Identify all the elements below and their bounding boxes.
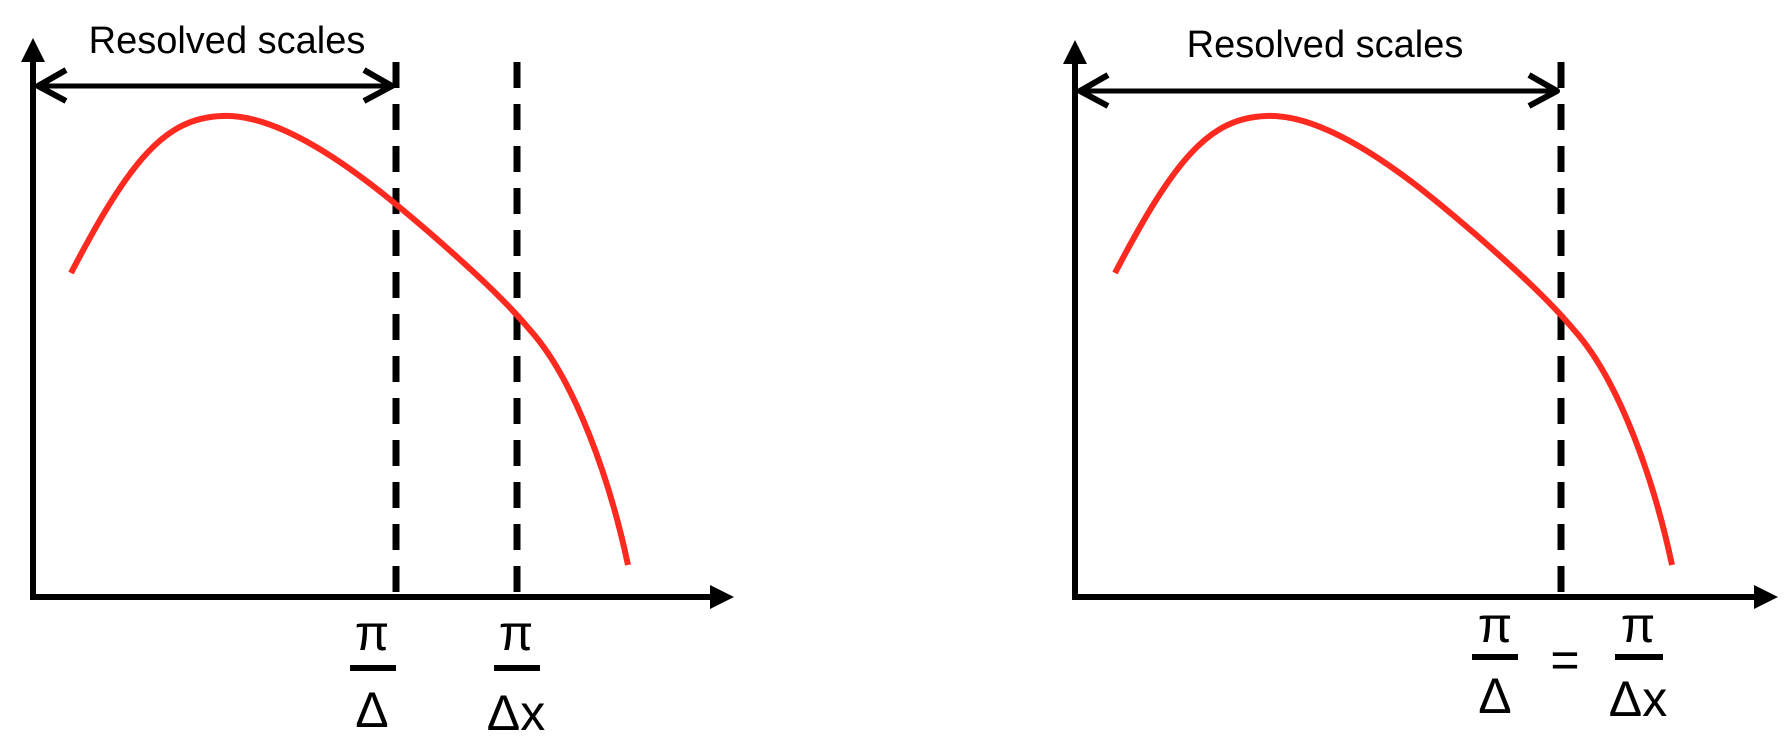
left-mark2-fraction-bar	[494, 665, 540, 671]
right-range-arrow-head-right	[1527, 72, 1560, 109]
right-rhs-denominator: Δx	[1609, 671, 1667, 727]
right-resolved-scales-label: Resolved scales	[1187, 24, 1464, 66]
left-pi-over-delta-label: π Δ	[350, 605, 396, 738]
right-energy-spectrum-curve	[1112, 112, 1675, 566]
left-mark2-numerator: π	[499, 605, 534, 661]
left-mark1-fraction-bar	[350, 665, 396, 671]
right-equals-sign: =	[1550, 632, 1579, 688]
right-cutoff-equality-label: π Δ = π Δx	[1472, 597, 1667, 727]
left-resolved-scales-label: Resolved scales	[89, 20, 366, 62]
left-mark2-denominator: Δx	[487, 685, 545, 741]
right-rhs-numerator: π	[1621, 597, 1656, 653]
right-panel: Resolved scales π Δ = π Δx	[1063, 24, 1778, 727]
left-mark1-numerator: π	[355, 605, 390, 661]
left-x-axis-arrowhead	[710, 585, 734, 609]
right-lhs-numerator: π	[1478, 597, 1513, 653]
left-pi-over-delta-x-label: π Δx	[487, 605, 545, 741]
right-y-axis-arrowhead	[1063, 40, 1087, 64]
left-panel: Resolved scales π Δ π Δx	[21, 20, 734, 741]
left-range-arrow-head-right	[362, 67, 395, 104]
right-x-axis-arrowhead	[1754, 585, 1778, 609]
right-lhs-fraction-bar	[1472, 654, 1518, 660]
right-range-arrow-head-left	[1077, 72, 1110, 109]
right-rhs-fraction-bar	[1615, 654, 1663, 660]
left-energy-spectrum-curve	[68, 112, 631, 566]
left-mark1-denominator: Δ	[355, 682, 388, 738]
left-range-arrow-head-left	[35, 67, 68, 104]
right-lhs-denominator: Δ	[1478, 668, 1511, 724]
left-y-axis-arrowhead	[21, 38, 45, 62]
